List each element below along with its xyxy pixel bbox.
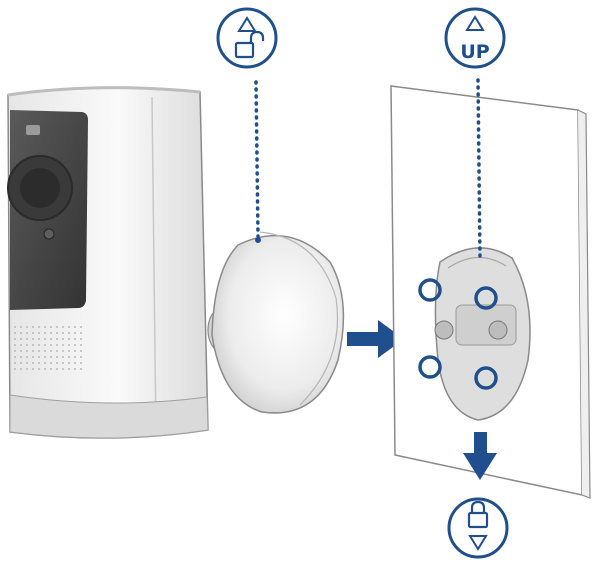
light-sensor — [43, 228, 55, 240]
down-arrow-icon — [463, 432, 497, 480]
camera — [7, 86, 209, 439]
unlocked-padlock-icon — [234, 30, 265, 59]
mount-dome — [211, 234, 345, 414]
screw-hole-marker — [418, 355, 442, 379]
lens-glass — [20, 168, 60, 208]
mounting-plate — [418, 247, 531, 421]
speaker-grille — [12, 322, 82, 372]
screw-hole-marker — [474, 286, 498, 310]
mount-alignment-mark — [255, 237, 261, 243]
down-triangle-icon — [468, 535, 488, 551]
camera-body-seam — [151, 96, 157, 438]
plate-slot — [455, 304, 517, 346]
unlock-badge — [216, 7, 278, 69]
plate-screw-right — [488, 320, 508, 340]
up-triangle-icon — [237, 16, 257, 32]
locked-padlock-icon — [467, 500, 489, 529]
lock-badge — [447, 497, 509, 559]
plate-screw-left — [434, 320, 454, 340]
mount-dome-edge — [259, 231, 339, 406]
up-badge: UP — [444, 7, 506, 69]
up-label: UP — [460, 41, 489, 63]
status-light — [26, 125, 40, 135]
screw-hole-marker — [418, 278, 442, 302]
plate-alignment-line — [476, 78, 482, 260]
camera-base-band — [9, 394, 209, 439]
camera-alignment-line — [254, 80, 260, 238]
camera-top-rim — [7, 86, 201, 97]
wall-edge — [577, 109, 591, 499]
right-arrow-icon — [347, 320, 404, 358]
screw-hole-marker — [474, 366, 498, 390]
plate-rim — [447, 256, 507, 269]
up-triangle-icon — [465, 15, 485, 31]
swivel-mount — [207, 231, 345, 414]
